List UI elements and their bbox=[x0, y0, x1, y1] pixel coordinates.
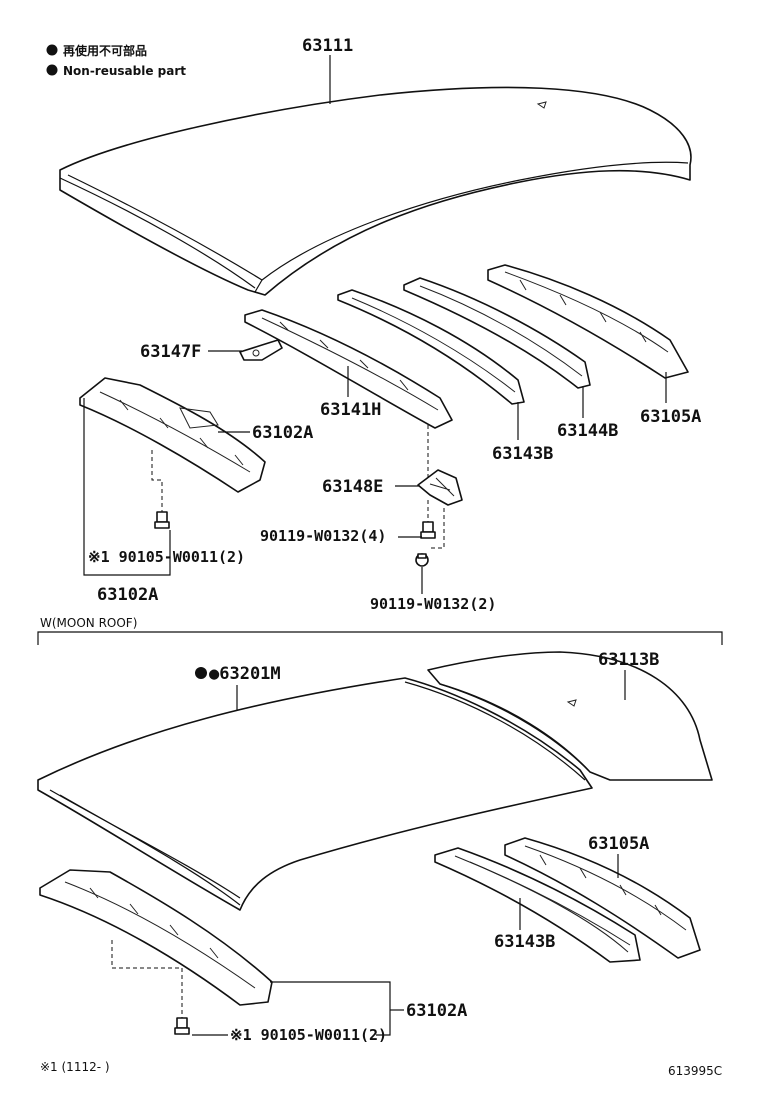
front-panel-reinf-group-label: 63102A bbox=[97, 585, 158, 605]
rear-roof-panel-label: 63113B bbox=[598, 650, 659, 670]
filled-circle-icon bbox=[195, 667, 207, 679]
rear-roof-panel-drawing bbox=[427, 651, 713, 781]
bolt-icon bbox=[154, 511, 170, 529]
reinforcement-1-label: 63143B bbox=[492, 444, 553, 464]
bracket-label: 63147F bbox=[140, 342, 201, 362]
rear-header-lower-drawing bbox=[504, 837, 701, 959]
bolt-icon bbox=[174, 1017, 190, 1035]
section-title: W(MOON ROOF) bbox=[40, 616, 137, 630]
front-panel-reinf-drawing bbox=[79, 377, 266, 493]
gusset-label: 63148E bbox=[322, 477, 383, 497]
bolt-lower-label: ※1 90105-W0011(2) bbox=[230, 1026, 387, 1044]
filled-circle-icon bbox=[46, 64, 58, 76]
rear-header-label: 63105A bbox=[640, 407, 701, 427]
front-header-label: 63141H bbox=[320, 400, 381, 420]
reinforcement-2-label: 63144B bbox=[557, 421, 618, 441]
reinforcement-lower-drawing bbox=[434, 847, 641, 963]
screw-1-label: 90119-W0132(4) bbox=[260, 527, 386, 545]
footnote-note: ※1 (1112- ) bbox=[40, 1060, 110, 1074]
legend-jp: 再使用不可部品 bbox=[63, 43, 147, 58]
screw-icon bbox=[420, 521, 436, 539]
section-divider bbox=[37, 631, 723, 645]
legend-en: Non-reusable part bbox=[63, 64, 186, 78]
rear-header-lower-label: 63105A bbox=[588, 834, 649, 854]
front-panel-reinf-label: 63102A bbox=[252, 423, 313, 443]
rear-header-drawing bbox=[487, 264, 689, 379]
reinforcement-2-drawing bbox=[403, 277, 591, 389]
bolt-label: ※1 90105-W0011(2) bbox=[88, 548, 245, 566]
roof-panel-label: 63111 bbox=[302, 36, 353, 56]
gusset-drawing bbox=[417, 469, 463, 506]
screw-2-label: 90119-W0132(2) bbox=[370, 595, 496, 613]
reinforcement-lower-label: 63143B bbox=[494, 932, 555, 952]
filled-circle-icon bbox=[46, 44, 58, 56]
legend: 再使用不可部品 Non-reusable part bbox=[46, 43, 186, 78]
moon-roof-panel-drawing bbox=[37, 677, 593, 911]
bracket-drawing bbox=[239, 339, 283, 361]
screw-icon bbox=[415, 553, 429, 567]
moon-roof-panel-label: ●63201M bbox=[209, 664, 281, 684]
front-panel-reinf-lower-label: 63102A bbox=[406, 1001, 467, 1021]
front-panel-reinf-lower-drawing bbox=[39, 869, 273, 1006]
illustration-id: 613995C bbox=[668, 1064, 722, 1078]
roof-panel-drawing bbox=[59, 86, 692, 296]
